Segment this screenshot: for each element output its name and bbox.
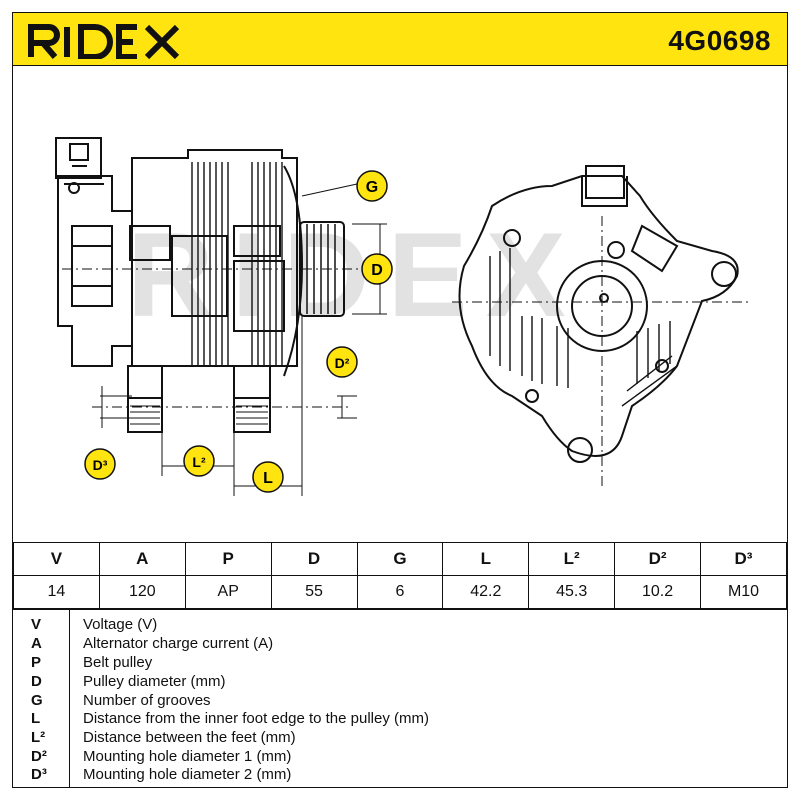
callout-d: D [361,253,393,285]
legend-row: A Alternator charge current (A) [13,635,787,653]
rear-view [458,165,739,463]
legend-description: Pulley diameter (mm) [83,673,226,690]
spec-value-row: 14 120 AP 55 6 42.2 45.3 10.2 M10 [13,575,787,609]
callout-g: G [356,170,388,202]
legend-description: Belt pulley [83,654,153,671]
svg-text:D²: D² [335,355,350,371]
callout-d3: D³ [84,448,116,480]
legend-description: Distance between the feet (mm) [83,729,296,746]
svg-text:G: G [366,179,378,196]
legend-symbol: D [31,673,42,690]
spec-value: 6 [356,575,444,609]
legend-row: P Belt pulley [13,654,787,672]
ridex-logo [27,21,192,59]
spec-value: 42.2 [442,575,530,609]
dimension-lines [62,183,387,496]
spec-header: P [184,542,272,576]
spec-value: 55 [270,575,358,609]
svg-text:L: L [263,470,273,487]
callout-l: L [252,461,284,493]
sheet-frame [12,66,788,788]
spec-value: 45.3 [528,575,616,609]
spec-header: L² [528,542,616,576]
spec-header: D [270,542,358,576]
legend-symbol: D² [31,748,47,765]
rear-centerlines [452,216,752,486]
legend-symbol: G [31,692,43,709]
legend-symbol: V [31,616,42,633]
spec-value: 120 [98,575,186,609]
svg-text:L²: L² [192,454,206,470]
legend: V Voltage (V) A Alternator charge curren… [13,609,787,788]
part-number: 4G0698 [668,25,771,56]
legend-description: Distance from the inner foot edge to the… [83,710,429,727]
ridex-logo-mark [28,24,180,59]
spec-value: 10.2 [614,575,701,609]
spec-header-row: V A P D G L L² D² D³ [13,542,787,576]
spec-header: L [442,542,530,576]
legend-divider [69,610,70,788]
legend-row: L Distance from the inner foot edge to t… [13,710,787,728]
spec-value: 14 [13,575,100,609]
callout-d2: D² [326,346,358,378]
spec-header: D² [614,542,701,576]
legend-symbol: P [31,654,42,671]
spec-header: D³ [700,542,787,576]
alternator-drawing: RIDEX [12,66,788,542]
legend-description: Alternator charge current (A) [83,635,274,652]
legend-row: D² Mounting hole diameter 1 (mm) [13,748,787,766]
legend-row: G Number of grooves [13,692,787,710]
legend-row: V Voltage (V) [13,616,787,634]
legend-description: Number of grooves [83,692,211,709]
legend-symbol: D³ [31,766,47,783]
legend-row: D³ Mounting hole diameter 2 (mm) [13,766,787,784]
spec-value: AP [184,575,272,609]
spec-value: M10 [700,575,787,609]
svg-text:D³: D³ [93,457,108,473]
legend-symbol: L² [31,729,46,746]
spec-header: G [356,542,444,576]
header-bar: 4G0698 [12,12,788,66]
legend-symbol: L [31,710,41,727]
legend-description: Mounting hole diameter 2 (mm) [83,766,292,783]
callout-l2: L² [183,445,215,477]
spec-table: V A P D G L L² D² D³ 14 120 AP 55 6 42.2… [13,542,787,609]
side-view [55,137,345,433]
legend-row: D Pulley diameter (mm) [13,673,787,691]
watermark-text: RIDEX [127,208,584,342]
svg-text:D: D [371,262,383,279]
technical-drawing: RIDEX [55,137,752,496]
spec-header: V [13,542,100,576]
legend-description: Mounting hole diameter 1 (mm) [83,748,292,765]
callouts: G D D² D³ L² L [84,170,393,493]
spec-header: A [98,542,186,576]
legend-description: Voltage (V) [83,616,158,633]
legend-row: L² Distance between the feet (mm) [13,729,787,747]
legend-symbol: A [31,635,42,652]
